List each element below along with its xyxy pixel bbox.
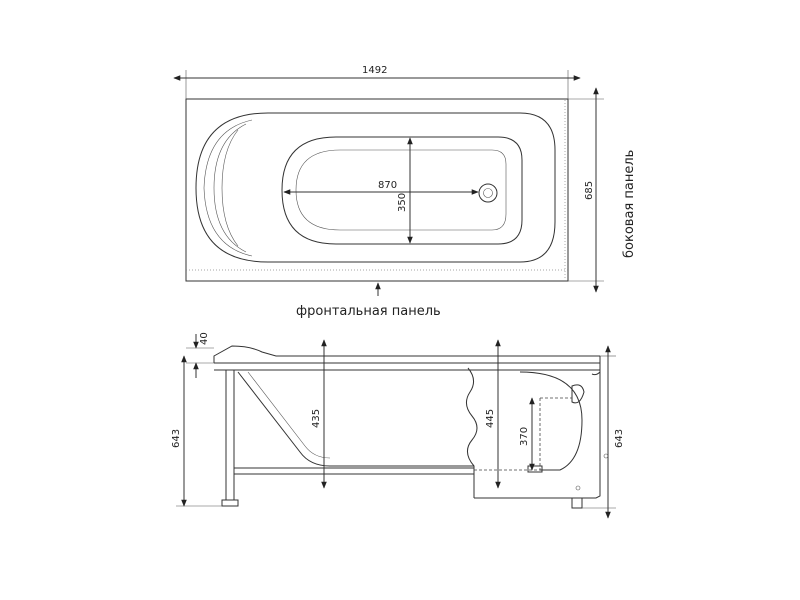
dim-label-depth-left: 435 <box>311 409 322 428</box>
frame-foot-right <box>571 497 583 509</box>
drain-height-guide <box>474 397 572 471</box>
panel-screw <box>575 485 581 491</box>
dim-label-rim-height: 40 <box>199 332 210 345</box>
drain-inner <box>483 188 493 198</box>
dim-label-overall-width: 685 <box>584 181 595 200</box>
section-break-wave <box>466 367 478 498</box>
side-panel-label: боковая панель <box>622 150 637 258</box>
overflow-fitting <box>571 384 585 404</box>
frame-foot-left <box>221 499 239 507</box>
tub-inner-contour <box>195 112 556 263</box>
dim-label-overall-length: 1492 <box>362 65 387 76</box>
tub-body-side <box>237 371 474 467</box>
dim-label-total-height-right: 643 <box>614 429 625 448</box>
drain-fitting <box>527 465 543 473</box>
dim-label-basin-length: 870 <box>378 180 397 191</box>
dim-label-total-height-left: 643 <box>171 429 182 448</box>
panel-clip <box>603 453 609 459</box>
tub-outline-top <box>185 98 569 282</box>
dim-label-drain-height: 370 <box>519 427 530 446</box>
tub-shell-right <box>519 371 583 471</box>
front-panel-section <box>474 372 601 499</box>
headrest-side <box>213 345 600 363</box>
dim-label-basin-width: 350 <box>397 193 408 212</box>
front-panel-label: фронтальная панель <box>296 304 441 319</box>
drain-outer <box>478 183 498 203</box>
basin-outer <box>281 136 523 245</box>
dim-label-depth-right: 445 <box>485 409 496 428</box>
rim-right-end <box>591 356 601 376</box>
top-view: 870 350 1492 685 боковая панель фронталь… <box>173 65 637 319</box>
basin-inner <box>295 149 507 231</box>
side-view: 370 435 445 40 643 643 <box>171 332 625 519</box>
headrest-lines <box>203 119 253 257</box>
frame-leg-left <box>225 369 235 501</box>
